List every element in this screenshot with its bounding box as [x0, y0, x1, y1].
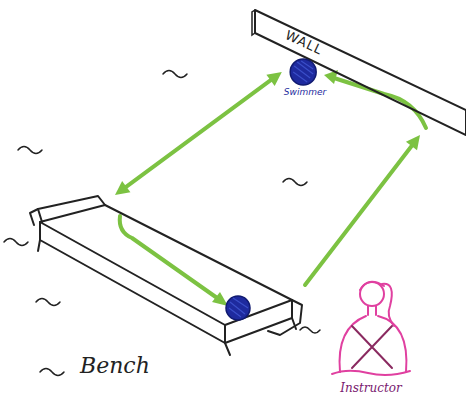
arrowhead — [266, 72, 281, 86]
arrow-line — [123, 78, 274, 189]
ripple — [283, 179, 307, 186]
path-arrowheads — [212, 70, 338, 306]
swim-arrow — [305, 135, 420, 285]
path-along-bench — [120, 216, 220, 300]
wall-shape-outline — [250, 5, 466, 135]
ripple — [163, 71, 187, 78]
ripple — [40, 369, 64, 376]
swim-path — [120, 78, 426, 300]
instructor-label: Instructor — [340, 382, 401, 396]
swimmer-label: Swimmer — [284, 87, 326, 97]
bench-shape-outline — [28, 195, 305, 395]
instructor-figure: Instructor — [328, 272, 414, 406]
ripple — [4, 239, 28, 246]
arrow-line — [305, 143, 414, 285]
ripple — [18, 147, 42, 154]
arrowhead — [406, 135, 420, 150]
ripple — [36, 299, 60, 306]
water-ripples — [4, 71, 320, 376]
swim-arrow — [115, 72, 282, 195]
bench-label: Bench — [80, 353, 150, 378]
arrowhead — [115, 181, 130, 195]
swimmer-marker: Swimmer — [282, 58, 328, 102]
bench-shape: Bench — [28, 195, 305, 395]
arrowhead — [212, 292, 228, 306]
wall-shape: WALL — [250, 5, 466, 135]
ripple — [300, 327, 320, 333]
